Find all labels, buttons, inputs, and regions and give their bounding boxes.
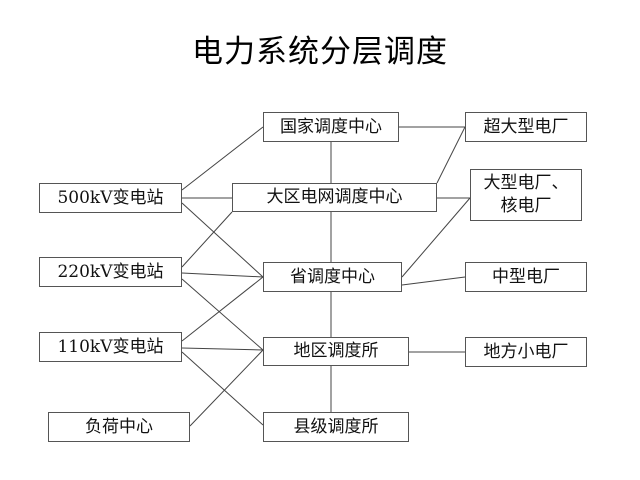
node-super-large-plant: 超大型电厂 — [465, 112, 587, 142]
connector-110-county — [181, 351, 264, 426]
node-county-dispatch: 县级调度所 — [263, 412, 409, 442]
connector-220-district — [181, 278, 264, 351]
node-regional-dispatch: 大区电网调度中心 — [232, 183, 437, 212]
connector-220-provincial — [181, 272, 264, 278]
node-national-dispatch: 国家调度中心 — [263, 112, 399, 142]
node-small-local-plant: 地方小电厂 — [465, 337, 587, 367]
node-provincial-dispatch: 省调度中心 — [263, 262, 402, 292]
diagram-title: 电力系统分层调度 — [192, 34, 448, 70]
node-110kv-substation: 110kV变电站 — [39, 332, 182, 362]
node-large-nuclear-plant: 大型电厂、 核电厂 — [470, 169, 582, 221]
connector-500-national — [181, 126, 264, 191]
connector-220-regional — [181, 211, 233, 268]
connector-110-provincial — [181, 276, 264, 342]
connector-load-district — [189, 349, 264, 427]
connector-provincial-largenuclear — [401, 197, 471, 278]
node-220kv-substation: 220kV变电站 — [39, 257, 182, 287]
connector-110-district — [181, 347, 264, 351]
node-district-dispatch: 地区调度所 — [263, 337, 409, 366]
node-500kv-substation: 500kV变电站 — [39, 183, 182, 213]
connector-500-provincial — [181, 202, 264, 278]
connector-regional-superlarge — [436, 126, 466, 184]
node-load-center: 负荷中心 — [48, 412, 190, 442]
node-medium-plant: 中型电厂 — [465, 262, 587, 292]
connector-provincial-medium — [401, 276, 466, 286]
